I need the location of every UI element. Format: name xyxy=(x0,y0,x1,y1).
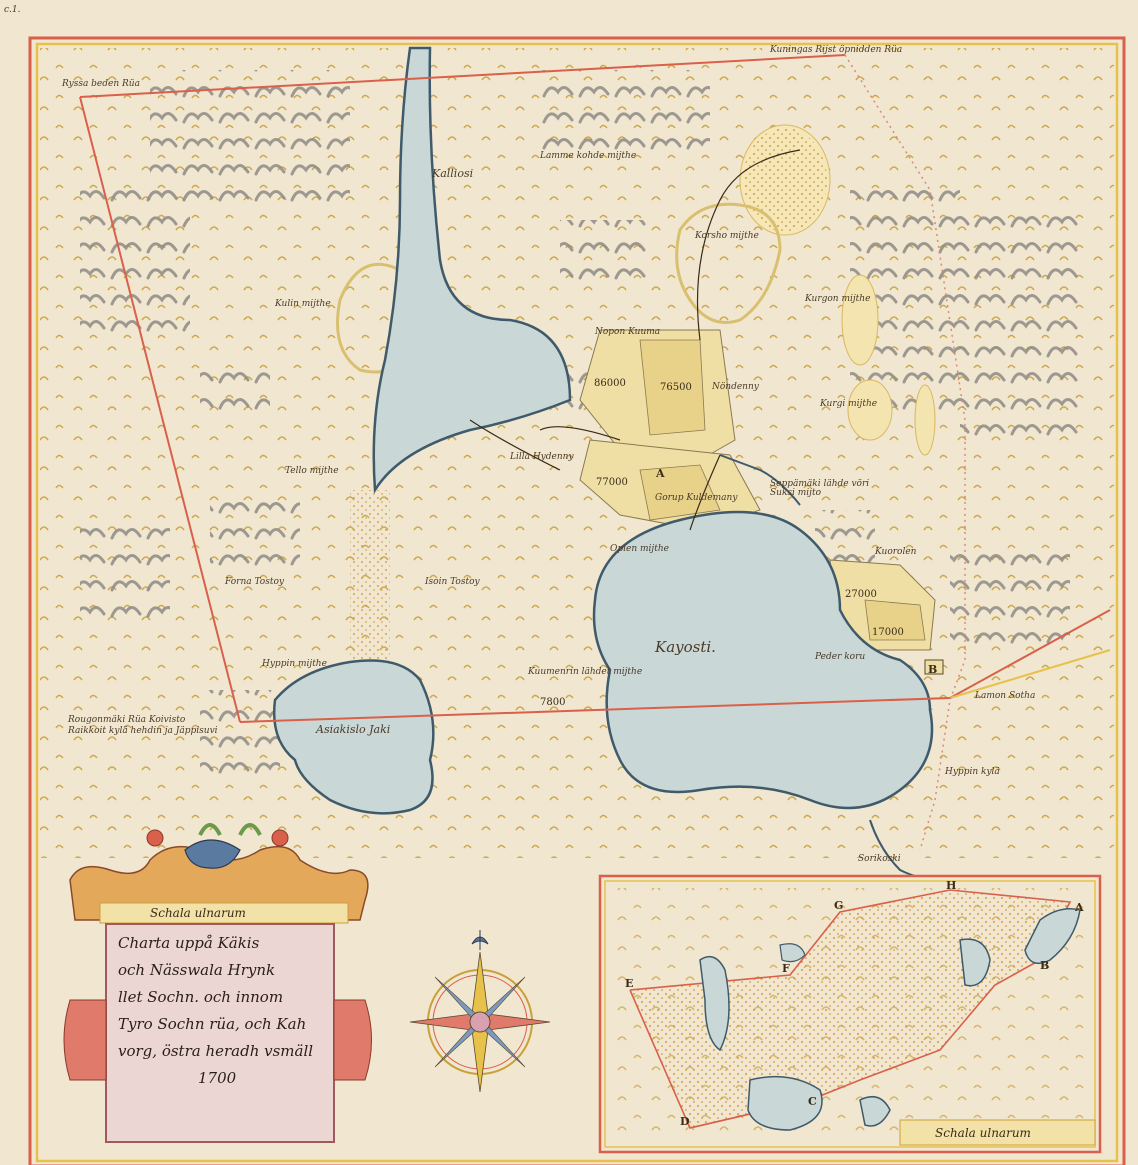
label-isoin-tostoy: Isoin Tostoy xyxy=(425,577,480,587)
label-kulun: Kulin mijthe xyxy=(275,299,331,309)
label-gorup: Gorup Kuldemany xyxy=(655,493,738,503)
label-boundary-ne: Kuningas Rijst öpnidden Rüa xyxy=(770,45,903,55)
cartouche-title-line: llet Sochn. och innom xyxy=(118,988,284,1006)
inset-letter-c: C xyxy=(808,1095,817,1108)
label-opien: Opien mijthe xyxy=(610,544,669,554)
label-mill-upper: Lamme kohde mijthe xyxy=(540,151,637,161)
inset-letter-g: G xyxy=(834,899,844,912)
label-kurgi: Kurgi mijthe xyxy=(820,399,878,409)
label-herrmen: Kuumenrin lähdet mijthe xyxy=(528,667,643,677)
village-fields xyxy=(579,329,944,675)
label-letter-a: A xyxy=(656,467,665,480)
label-saunalahti: Seppämäki lähde vöri Suksi mijto xyxy=(770,479,870,498)
cartouche-scale-label: Schala ulnarum xyxy=(150,906,246,920)
cartouche-title-line: och Nässwala Hrynk xyxy=(118,961,276,979)
cartouche-title-line: 1700 xyxy=(198,1069,237,1087)
label-num-27000: 27000 xyxy=(845,589,877,600)
water-bodies xyxy=(273,46,941,881)
label-peder-koru: Peder koru xyxy=(815,652,866,662)
label-bottom-left: Rougonmäki Rüa Koivisto Raikkoit kylä he… xyxy=(68,715,218,736)
roads xyxy=(469,149,801,531)
label-boundary-nw: Ryssa beden Rüa xyxy=(62,79,140,89)
inset-letter-h: H xyxy=(946,879,957,892)
inset-letter-d: D xyxy=(680,1115,690,1128)
cartouche-title-line: vorg, östra heradh vsmäll xyxy=(118,1042,314,1060)
cartouche-title-line: Tyro Sochn rüa, och Kah xyxy=(118,1015,307,1033)
compass-rose xyxy=(409,930,551,1093)
inset-letter-b: B xyxy=(1040,959,1050,972)
forest-patches xyxy=(80,70,1080,780)
cartouche xyxy=(63,823,372,1143)
label-num-86000: 86000 xyxy=(594,378,626,389)
label-village-upper: Nopon Kuuma xyxy=(595,327,661,337)
label-num-76500: 76500 xyxy=(660,382,692,393)
label-num-77000: 77000 xyxy=(596,477,628,488)
label-ansen-sotha: Lamon Sotha xyxy=(975,691,1036,701)
label-forma-tostoy: Forna Tostoy xyxy=(225,577,284,587)
label-kuorolen: Kuorolen xyxy=(875,547,917,557)
inset-frame xyxy=(598,874,1102,1154)
label-hyppinkyla: Hyppin kylä xyxy=(945,767,1000,777)
label-sarikkoski: Sorikoski xyxy=(858,854,901,864)
boundary-lines xyxy=(79,54,1111,851)
label-num-7800: 7800 xyxy=(540,697,566,708)
label-kallio: Kalliosi xyxy=(432,167,474,180)
label-norra-mijthe: Korsho mijthe xyxy=(695,231,759,241)
corner-mark: c.1. xyxy=(4,5,21,15)
label-hyppin-mijthe: Hyppin mijthe xyxy=(262,659,327,669)
cartouche-title: Charta uppå Käkis och Nässwala Hrynk lle… xyxy=(118,930,336,1092)
label-letter-b: B xyxy=(928,663,938,676)
label-tello: Tello mijthe xyxy=(285,466,339,476)
cartouche-title-line: Charta uppå Käkis xyxy=(118,934,260,952)
label-kurgon: Kurgon mijthe xyxy=(805,294,871,304)
label-nondenny: Nöndenny xyxy=(712,382,759,392)
label-lilla-hyd: Lilla Hydenny xyxy=(510,452,574,462)
label-lake-small: Asiakislo Jaki xyxy=(316,723,391,736)
label-lake-big: Kayosti. xyxy=(655,638,716,656)
inset-letter-e: E xyxy=(625,977,634,990)
label-num-17000: 17000 xyxy=(872,627,904,638)
inset-letter-a: A xyxy=(1075,901,1084,914)
meadows xyxy=(336,124,936,660)
inset-letter-f: F xyxy=(782,962,790,975)
inset-scale-label: Schala ulnarum xyxy=(935,1126,1031,1140)
